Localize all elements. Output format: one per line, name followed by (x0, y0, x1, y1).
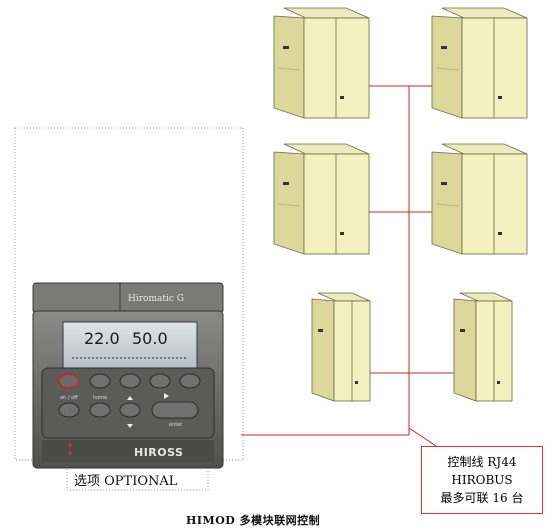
hirobus-callout: 控制线 RJ44 HIROBUS 最多可联 16 台 (421, 446, 543, 514)
callout-line-2: HIROBUS (451, 473, 513, 487)
lcd-display (62, 321, 198, 369)
brand-logo: HIROSS (134, 446, 183, 459)
diagram-caption: HIMOD 多模块联网控制 (186, 514, 321, 527)
hiromatic-controller: Hiromatic G 22.0 50.0 on / off home ente… (32, 282, 224, 469)
home-key-label: home (93, 395, 107, 401)
key-row2-3-button (119, 402, 141, 418)
arrow-down-icon (127, 424, 133, 428)
callout-line-3: 最多可联 16 台 (440, 491, 524, 505)
optional-label-outline (66, 461, 209, 491)
callout-line-1: 控制线 RJ44 (447, 455, 517, 469)
home-button (89, 373, 111, 389)
key-row2-2-button (89, 402, 111, 418)
cabinet-bottom-right (453, 292, 513, 402)
status-led-2 (68, 451, 72, 455)
on-off-key-label: on / off (60, 395, 78, 401)
enter-button (151, 401, 199, 419)
lcd-temperature: 22.0 (84, 329, 120, 348)
arrow-up-icon (127, 396, 133, 400)
optional-region-outline (14, 127, 244, 461)
key-4-button (149, 373, 171, 389)
cabinet-top-left (273, 7, 370, 119)
model-plate: Hiromatic G (128, 294, 184, 304)
cabinet-top-right (431, 7, 528, 119)
key-5-button (179, 373, 201, 389)
lcd-humidity: 50.0 (132, 329, 168, 348)
status-led-1 (68, 443, 72, 447)
optional-label: 选项 OPTIONAL (74, 474, 178, 489)
cabinet-bottom-left (311, 292, 371, 402)
key-row2-1-button (58, 402, 80, 418)
enter-key-label: enter (169, 422, 183, 428)
arrow-right-icon (164, 393, 169, 399)
cabinet-mid-right (431, 143, 528, 255)
key-3-button (119, 373, 141, 389)
on-off-button (58, 373, 80, 389)
cabinet-mid-left (273, 143, 370, 255)
